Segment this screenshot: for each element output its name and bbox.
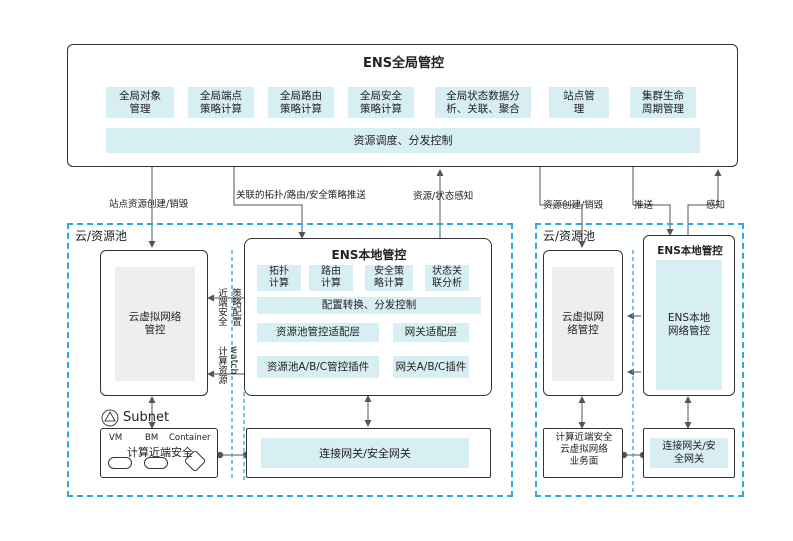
label-site-create: 站点资源创建/销毁 bbox=[109, 199, 189, 210]
right-ens-box: ENS本地管控 ENS本地 网络管控 bbox=[643, 235, 735, 396]
global-title: ENS全局管控 bbox=[362, 56, 445, 71]
right-ens-inner: ENS本地 网络管控 bbox=[656, 260, 722, 390]
global-dispatch-bar: 资源调度、分发控制 bbox=[106, 128, 700, 153]
label-assoc-push: 关联的拓扑/路由/安全策略推送 bbox=[236, 190, 366, 201]
right-gateway-box: 连接网关/安 全网关 bbox=[643, 428, 735, 478]
bm-icon bbox=[144, 457, 168, 469]
ens-local-module: 拓扑 计算 bbox=[257, 265, 301, 291]
vm-icon bbox=[108, 457, 132, 469]
global-module: 全局端点 策略计算 bbox=[188, 87, 254, 118]
right-cloud-mgmt: 云虚拟网 络管控 bbox=[552, 267, 614, 381]
label-policy-config: 策略配置 近端安全 bbox=[216, 288, 241, 326]
ens-local-config: 配置转换、分发控制 bbox=[257, 297, 481, 314]
ens-local-module: 状态关 联分析 bbox=[425, 265, 469, 291]
arrow-sense bbox=[687, 169, 722, 235]
container-label: Container bbox=[169, 433, 211, 443]
label-res-create2: 资源创建/销毁 bbox=[543, 200, 604, 211]
left-cloud-mgmt: 云虚拟网络 管控 bbox=[115, 267, 195, 381]
label-watch: watch 计算资源 bbox=[216, 346, 239, 384]
left-gateway-box: 连接网关/安全网关 bbox=[246, 428, 491, 478]
global-module: 全局安全 策略计算 bbox=[348, 87, 414, 118]
global-module: 全局状态数据分 析、关联、聚合 bbox=[435, 87, 531, 118]
global-module: 全局路由 策略计算 bbox=[268, 87, 334, 118]
subnet-label: Subnet bbox=[123, 410, 170, 425]
label-sense: 感知 bbox=[706, 200, 726, 211]
compute-box: VM BM Container 计算近端安全 bbox=[100, 428, 218, 478]
right-cloud-mgmt-box: 云虚拟网 络管控 bbox=[543, 250, 623, 396]
ens-local-title: ENS本地管控 bbox=[331, 248, 407, 262]
right-pool-label: 云/资源池 bbox=[543, 229, 596, 243]
gw-adapter: 网关适配层 bbox=[393, 323, 469, 342]
global-module: 集群生命 周期管理 bbox=[630, 87, 696, 118]
pool-adapter: 资源池管控适配层 bbox=[257, 323, 379, 342]
left-gateway: 连接网关/安全网关 bbox=[261, 438, 469, 468]
ens-local-box: ENS本地管控 配置转换、分发控制 资源池管控适配层 网关适配层 资源池A/B/… bbox=[244, 238, 492, 396]
right-gateway: 连接网关/安 全网关 bbox=[650, 438, 728, 468]
left-pool-label: 云/资源池 bbox=[75, 229, 128, 243]
ens-local-module: 安全策 略计算 bbox=[365, 265, 413, 291]
left-cloud-mgmt-box: 云虚拟网络 管控 bbox=[100, 250, 208, 396]
connector-dot bbox=[216, 451, 224, 459]
right-dataplane: 计算近端安全 云虚拟网络 业务面 bbox=[555, 432, 613, 467]
label-resource-sense: 资源/状态感知 bbox=[413, 191, 474, 202]
subnet-icon bbox=[100, 408, 120, 428]
compute-label: 计算近端安全 bbox=[127, 446, 193, 459]
global-module: 全局对象 管理 bbox=[106, 87, 174, 118]
right-resource-pool bbox=[535, 223, 744, 497]
left-resource-pool bbox=[67, 223, 513, 497]
global-module: 站点管 理 bbox=[549, 87, 609, 118]
ens-local-module: 路由 计算 bbox=[309, 265, 353, 291]
vm-label: VM bbox=[109, 433, 123, 443]
pool-plugin: 资源池A/B/C管控插件 bbox=[257, 356, 379, 378]
gw-plugin: 网关A/B/C插件 bbox=[393, 356, 469, 378]
arrow-push bbox=[633, 204, 674, 236]
arrow-res-create2 bbox=[540, 204, 586, 248]
label-push: 推送 bbox=[634, 200, 654, 211]
right-ens-title: ENS本地管控 bbox=[657, 245, 723, 257]
arrow-assoc-push bbox=[233, 167, 306, 239]
global-control-box: ENS全局管控 资源调度、分发控制 全局对象 管理全局端点 策略计算全局路由 策… bbox=[67, 44, 738, 167]
right-dataplane-box: 计算近端安全 云虚拟网络 业务面 bbox=[543, 428, 623, 478]
bm-label: BM bbox=[145, 433, 159, 443]
